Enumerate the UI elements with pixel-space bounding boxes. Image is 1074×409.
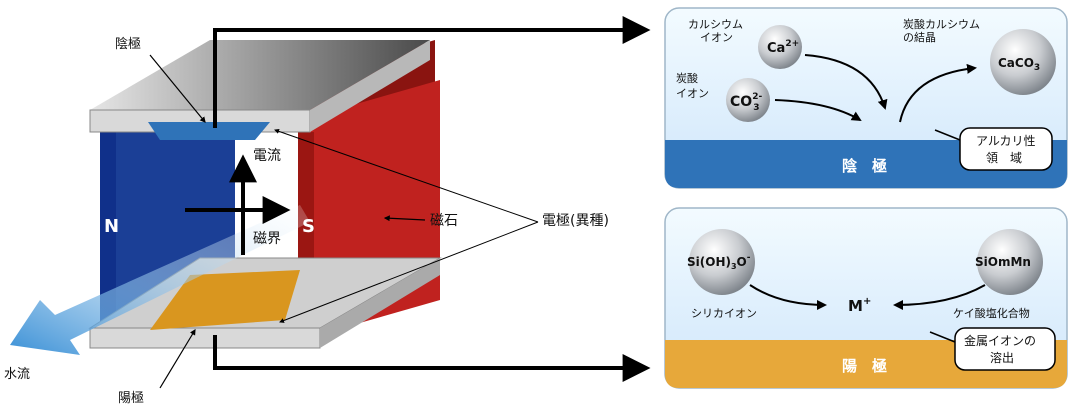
current-label: 電流: [253, 148, 281, 164]
calcium-ion-label-2: イオン: [700, 31, 733, 44]
s-pole-label: S: [302, 216, 315, 237]
co3-sphere: [726, 78, 770, 122]
anode-electrode: [150, 270, 300, 330]
simn-to-metal-arrow: [893, 284, 986, 310]
elution-label-1: 金属イオンの: [964, 333, 1036, 348]
alkaline-label-2: 領 域: [986, 150, 1022, 165]
co3-formula: CO2-3: [730, 92, 762, 113]
carbonate-ion-label-1: 炭酸: [676, 71, 698, 85]
caco3-sphere: [990, 29, 1056, 95]
cathode-electrode: [148, 122, 270, 140]
alkaline-callout: [959, 127, 1053, 171]
silicate-formula: Si(OH)3O-: [687, 253, 751, 271]
electrodes-label: 電極(異種): [542, 213, 609, 229]
simn-sphere: [977, 229, 1043, 295]
n-pole-label: N: [104, 216, 119, 237]
alkaline-label-1: アルカリ性: [976, 134, 1036, 148]
crystal-label-2: の結晶: [903, 30, 936, 44]
anode-reaction-panel: [664, 207, 1068, 389]
cathode-connector-arrow: [213, 16, 651, 128]
silicate-to-metal-arrow: [749, 284, 827, 310]
metal-ion-formula: M+: [848, 296, 871, 315]
calcium-ion-label-1: カルシウム: [688, 18, 743, 31]
cathode-leader: [149, 54, 206, 123]
cathode-label: 陰極: [115, 36, 141, 52]
simn-formula: SiOmMn: [975, 255, 1031, 269]
device-illustration: [10, 40, 442, 355]
magnet-label: 磁石: [430, 213, 458, 229]
silicate-sphere: [689, 229, 755, 295]
elution-callout: [954, 327, 1056, 371]
water-flow-arrow: [10, 205, 310, 355]
cathode-reaction-panel: [664, 7, 1068, 189]
anode-label: 陽極: [118, 390, 144, 406]
anode-leader: [159, 328, 196, 389]
electrode-leader-bottom: [279, 221, 539, 323]
elution-label-2: 溶出: [990, 350, 1014, 365]
magnetic-field-label: 磁界: [253, 231, 281, 247]
anode-connector-arrow: [213, 335, 651, 382]
magnet-leader: [383, 215, 426, 222]
silicate-compound-label: ケイ酸塩化合物: [953, 306, 1030, 320]
caco3-formula: CaCO3: [998, 56, 1040, 73]
top-plate: [90, 40, 430, 110]
silica-ion-label: シリカイオン: [691, 307, 757, 320]
ca-sphere: [758, 25, 802, 69]
anode-band-label: 陽 極: [842, 357, 887, 375]
electrode-leader-top: [274, 128, 539, 223]
crystal-label-1: 炭酸カルシウム: [903, 17, 980, 31]
carbonate-ion-label-2: イオン: [676, 87, 709, 100]
ca-formula: Ca2+: [767, 39, 799, 56]
ca-to-center-arrow: [804, 54, 888, 110]
co3-to-center-arrow: [774, 99, 862, 122]
cathode-band-label: 陰 極: [842, 157, 887, 175]
water-flow-label: 水流: [4, 367, 30, 382]
left-electrode-strip: [100, 132, 116, 332]
center-to-caco3-arrow: [899, 63, 977, 123]
